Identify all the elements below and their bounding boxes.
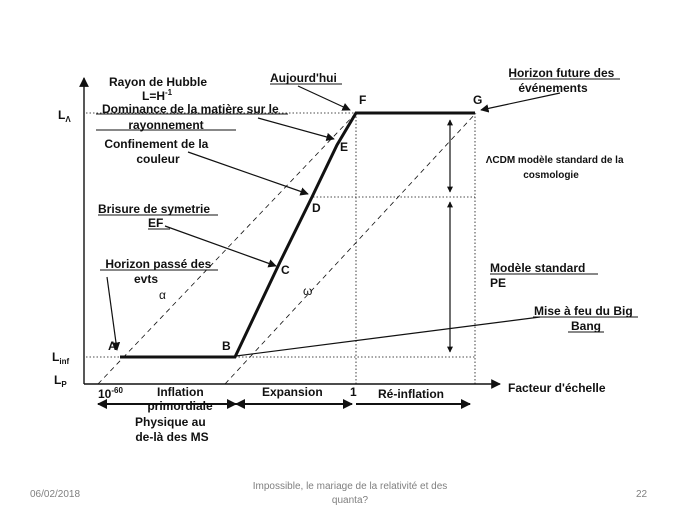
y-label-linf: Linf — [52, 350, 69, 366]
universe-trajectory — [120, 111, 475, 359]
cdm-label: ΛCDM modèle standard de la cosmologie — [486, 155, 627, 181]
x-start-label: 10-60 — [98, 386, 123, 401]
x-axis-title: Facteur d'échelle — [508, 381, 606, 395]
aujourdhui-label: Aujourd'hui — [270, 71, 337, 85]
pe-label: Modèle standard PE — [490, 261, 589, 290]
x-one-label: 1 — [350, 385, 357, 399]
point-e: E — [340, 140, 348, 154]
dominance-arrow — [257, 117, 335, 142]
point-d: D — [312, 201, 321, 215]
footer-date: 06/02/2018 — [30, 489, 81, 500]
hubble-formula: L=H-1 — [142, 88, 173, 103]
alpha-label: α — [159, 288, 166, 302]
point-f: F — [359, 93, 366, 107]
point-a: A — [108, 339, 117, 353]
confinement-arrow — [187, 151, 309, 196]
footer-page-number: 22 — [636, 489, 648, 500]
point-g: G — [473, 93, 482, 107]
y-label-lambda: LΛ — [58, 108, 71, 124]
y-label-lp: LP — [54, 373, 67, 389]
omega-label: ω — [303, 284, 312, 298]
bigbang-label: Mise à feu du Big Bang — [534, 304, 636, 333]
horizon-future-arrow — [480, 92, 561, 113]
horizon-passe-arrow — [106, 276, 121, 351]
horizon-passe-label: Horizon passé des evts — [105, 257, 214, 286]
horizon-future-label: Horizon future des événements — [508, 66, 617, 95]
point-c: C — [281, 263, 290, 277]
physique-label: Physique au de-là des MS — [135, 415, 209, 444]
point-b: B — [222, 339, 231, 353]
brisure-arrow — [164, 225, 277, 268]
expansion-label: Expansion — [262, 385, 323, 399]
aujourdhui-arrow — [297, 85, 351, 111]
inflation-label: Inflation primordiale — [147, 385, 213, 413]
brisure-label: Brisure de symetrie EF — [98, 202, 213, 230]
hubble-label: Rayon de Hubble — [109, 75, 207, 89]
bigbang-line — [235, 316, 541, 357]
footer-title: Impossible, le mariage de la relativité … — [252, 481, 448, 506]
dominance-label: Dominance de la matière sur le rayonneme… — [102, 102, 282, 132]
dashed-guides — [86, 112, 477, 385]
reinflation-label: Ré-inflation — [378, 387, 444, 401]
confinement-label: Confinement de la couleur — [104, 137, 211, 166]
label-underlines — [96, 78, 638, 333]
